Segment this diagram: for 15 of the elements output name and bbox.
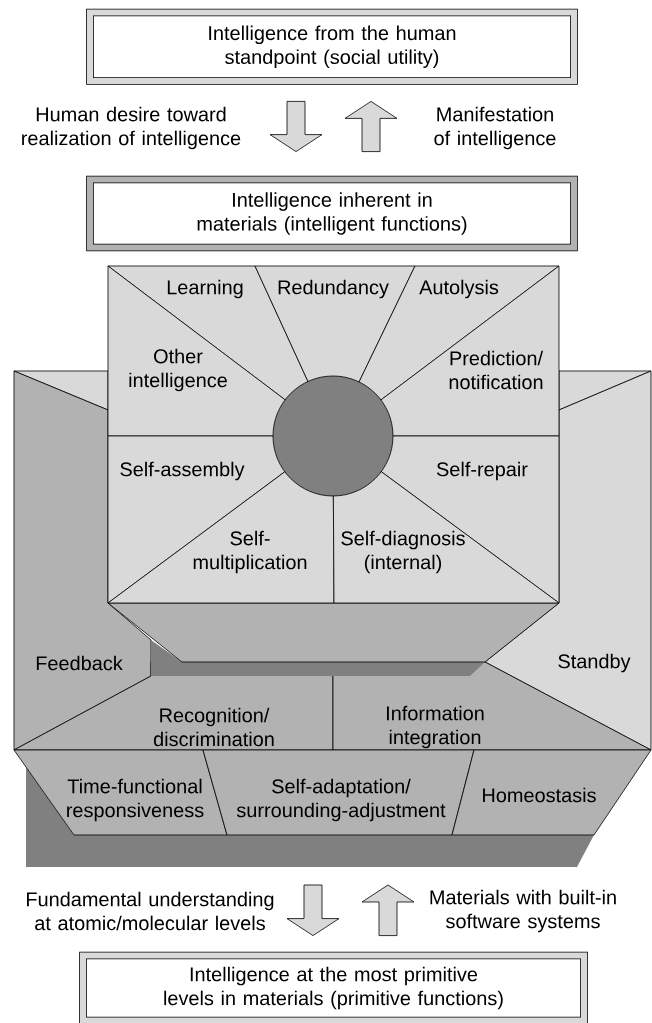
edge-label: Human desire toward realization of intelligence [22,106,241,150]
panel: Homeostasis [451,749,652,836]
level-box: Intelligence inherent in materials (intelligent functions) [86,175,578,252]
node-label: Homeostasis [483,787,596,803]
center-circle [272,375,394,497]
block-arrow [344,101,398,152]
edge-label: Materials with built-in software systems [430,889,616,933]
block-arrow [361,884,415,936]
edge-label: Fundamental understanding at atomic/molecular levels [27,891,274,931]
edge-label: Manifestation of intelligence [434,106,556,150]
level-box: Intelligence at the most primitive levels in materials (primitive functions) [79,951,588,1023]
panel: Time-functional responsiveness [13,749,228,836]
block-arrow [269,101,323,152]
level-box: Intelligence from the human standpoint (social utility) [86,8,578,85]
block-arrow [286,884,340,936]
